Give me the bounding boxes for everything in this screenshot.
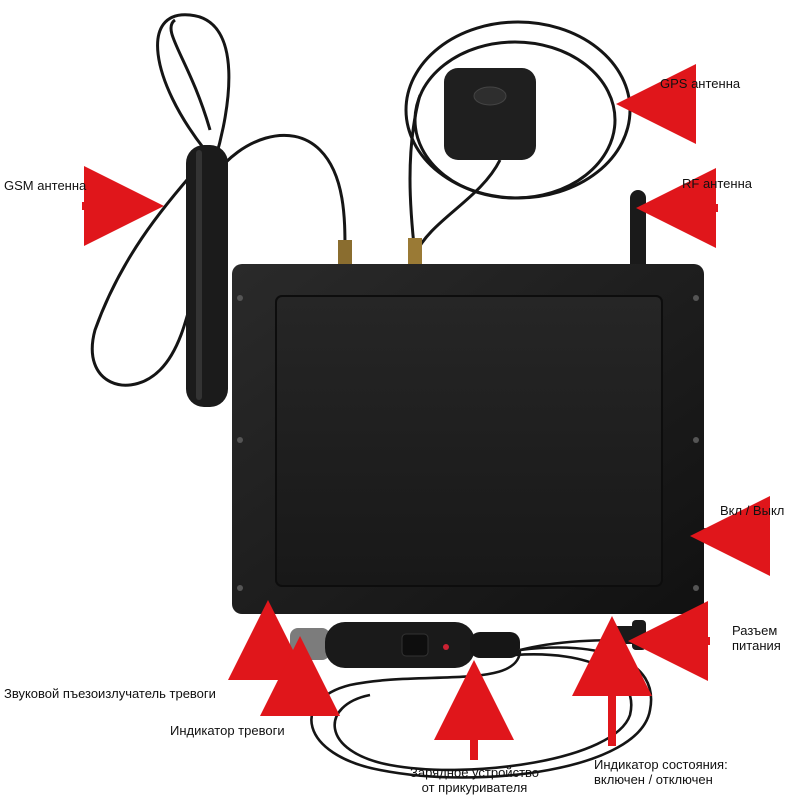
rf-antenna xyxy=(630,190,646,272)
label-alarm-led: Индикатор тревоги xyxy=(170,723,285,738)
label-gps: GPS антенна xyxy=(660,76,741,91)
label-gsm: GSM антенна xyxy=(4,178,87,193)
label-power-jack: Разъем питания xyxy=(732,623,781,653)
label-piezo: Звуковой пъезоизлучатель тревоги xyxy=(4,686,216,701)
label-charger: Зарядное устройство от прикуривателя xyxy=(410,765,540,795)
gps-antenna-puck xyxy=(444,68,536,160)
label-status-led: Индикатор состояния: включен / отключен xyxy=(594,757,728,787)
label-power-switch: Вкл / Выкл xyxy=(720,503,785,518)
label-rf: RF антенна xyxy=(682,176,752,191)
power-switch xyxy=(704,528,710,542)
gsm-antenna-body xyxy=(186,145,228,407)
car-charger xyxy=(290,622,520,668)
